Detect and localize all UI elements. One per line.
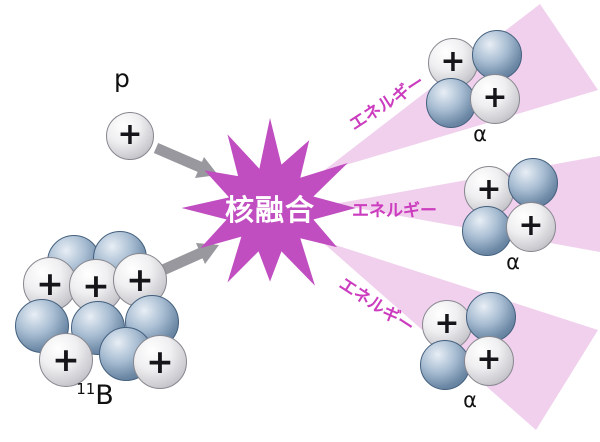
boron-arrowhead-icon [196, 243, 219, 264]
plus-sign: + [476, 172, 502, 207]
neutron-sphere [15, 299, 69, 353]
plus-sign: + [518, 208, 544, 243]
neutron-sphere [462, 206, 512, 256]
neutron-sphere [420, 340, 470, 390]
boron-label: 11B [30, 380, 160, 411]
proton-arrow [153, 142, 203, 173]
neutron-sphere [466, 292, 516, 342]
proton-sphere: + [106, 112, 154, 160]
alpha-label: α [506, 250, 520, 274]
alpha-label: α [473, 122, 487, 146]
plus-sign: + [482, 80, 508, 115]
plus-sign: + [476, 342, 502, 377]
alpha-particle: + + [420, 290, 520, 390]
proton-sphere: + [506, 202, 556, 252]
proton-sphere: + [470, 74, 520, 124]
alpha-particle: + + [462, 156, 562, 256]
neutron-sphere [472, 30, 522, 80]
starburst-shape [181, 118, 356, 286]
boron-mass-number: 11 [76, 380, 96, 398]
proton-sphere: + [464, 336, 514, 386]
plus-sign: + [434, 306, 460, 341]
proton-sphere: + [39, 333, 93, 387]
plus-sign: + [36, 263, 64, 303]
fusion-starburst: 核融合 [180, 118, 360, 298]
starburst-polygon [181, 118, 356, 286]
alpha-particle: + + [426, 28, 526, 128]
neutron-sphere [508, 158, 558, 208]
alpha-label: α [463, 388, 477, 412]
fusion-label: 核融合 [224, 193, 315, 227]
proton-sphere: + [133, 335, 187, 389]
plus-sign: + [52, 339, 80, 379]
neutron-sphere [426, 78, 476, 128]
proton-label: p [114, 64, 130, 93]
plus-sign: + [440, 44, 466, 79]
plus-sign: + [117, 117, 143, 152]
plus-sign: + [82, 265, 110, 305]
plus-sign: + [146, 341, 174, 381]
energy-label-middle: エネルギー [352, 201, 437, 221]
boron-symbol: B [95, 380, 114, 411]
boron-nucleus: + + + + + [12, 228, 187, 398]
plus-sign: + [126, 259, 154, 299]
